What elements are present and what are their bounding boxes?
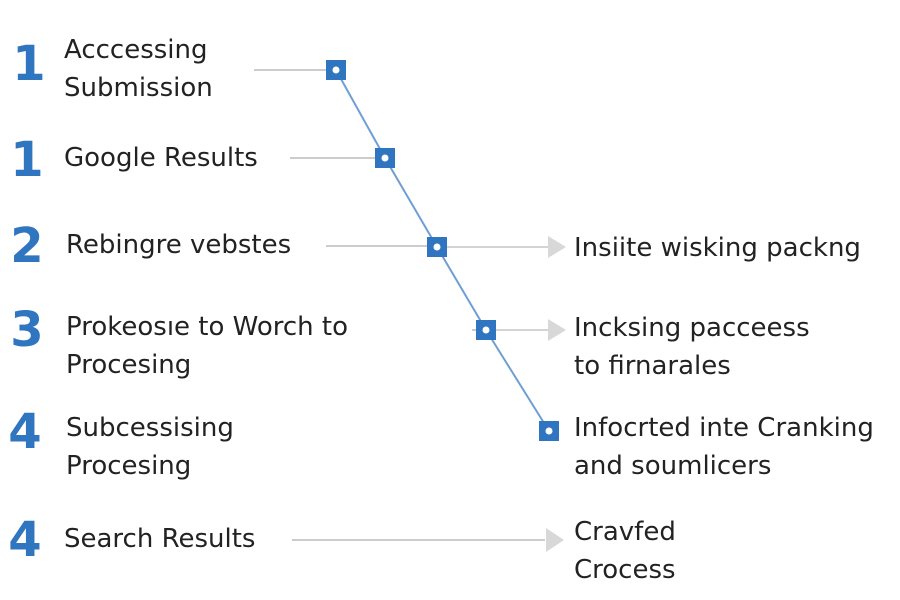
step-label-2: Google Results — [64, 139, 258, 177]
node-3 — [427, 237, 447, 257]
step-label-6: Search Results — [64, 520, 255, 558]
step-label-5: Subcessising Procesing — [66, 409, 234, 485]
step-number-5: 4 — [8, 404, 42, 460]
step-label-5-line2: Procesing — [66, 451, 192, 481]
outcome-label-1-line1: Insiite wisking packng — [574, 233, 861, 263]
step-label-1: Acccessing Submission — [64, 31, 213, 107]
step-label-2-line1: Google Results — [64, 143, 258, 173]
outcome-label-3-line2: and soumlicers — [574, 451, 772, 481]
outcome-label-4: Cravfed Crocess — [574, 513, 676, 589]
step-label-4-line1: Prokeosıe to Worch to — [66, 312, 349, 342]
outcome-label-4-line1: Cravfed — [574, 517, 676, 547]
outcome-label-2-line1: Incksing paccеess — [574, 313, 810, 343]
arrow-head-2 — [548, 319, 566, 341]
step-label-5-line1: Subcessising — [66, 413, 234, 443]
step-label-4-line2: Procesing — [66, 350, 192, 380]
step-label-4: Prokeosıe to Worch to Procesing — [66, 308, 348, 384]
outcome-label-3-line1: Infocrted inte Cranking — [574, 413, 874, 443]
outcome-label-4-line2: Crocess — [574, 555, 676, 585]
arrow-head-1 — [548, 236, 566, 258]
outcome-label-2: Incksing paccеess to firnarales — [574, 309, 810, 385]
step-number-4: 3 — [10, 302, 44, 358]
node-5 — [539, 421, 559, 441]
step-number-2: 1 — [10, 132, 44, 188]
step-number-1: 1 — [12, 36, 46, 92]
arrow-head-4 — [546, 528, 564, 552]
step-label-3: Rebingre vebstes — [66, 226, 291, 264]
outcome-label-3: Infocrted inte Cranking and soumlicers — [574, 409, 874, 485]
node-4 — [476, 320, 496, 340]
step-label-6-line1: Search Results — [64, 524, 256, 554]
step-number-6: 4 — [8, 512, 42, 568]
node-2 — [375, 148, 395, 168]
step-number-3: 2 — [10, 218, 44, 274]
node-1 — [326, 60, 346, 80]
outcome-label-2-line2: to firnarales — [574, 351, 731, 381]
outcome-label-1: Insiite wisking packng — [574, 229, 861, 267]
step-label-1-line1: Acccessing — [64, 35, 208, 65]
step-label-3-line1: Rebingre vebstes — [66, 230, 292, 260]
step-label-1-line2: Submission — [64, 73, 213, 103]
